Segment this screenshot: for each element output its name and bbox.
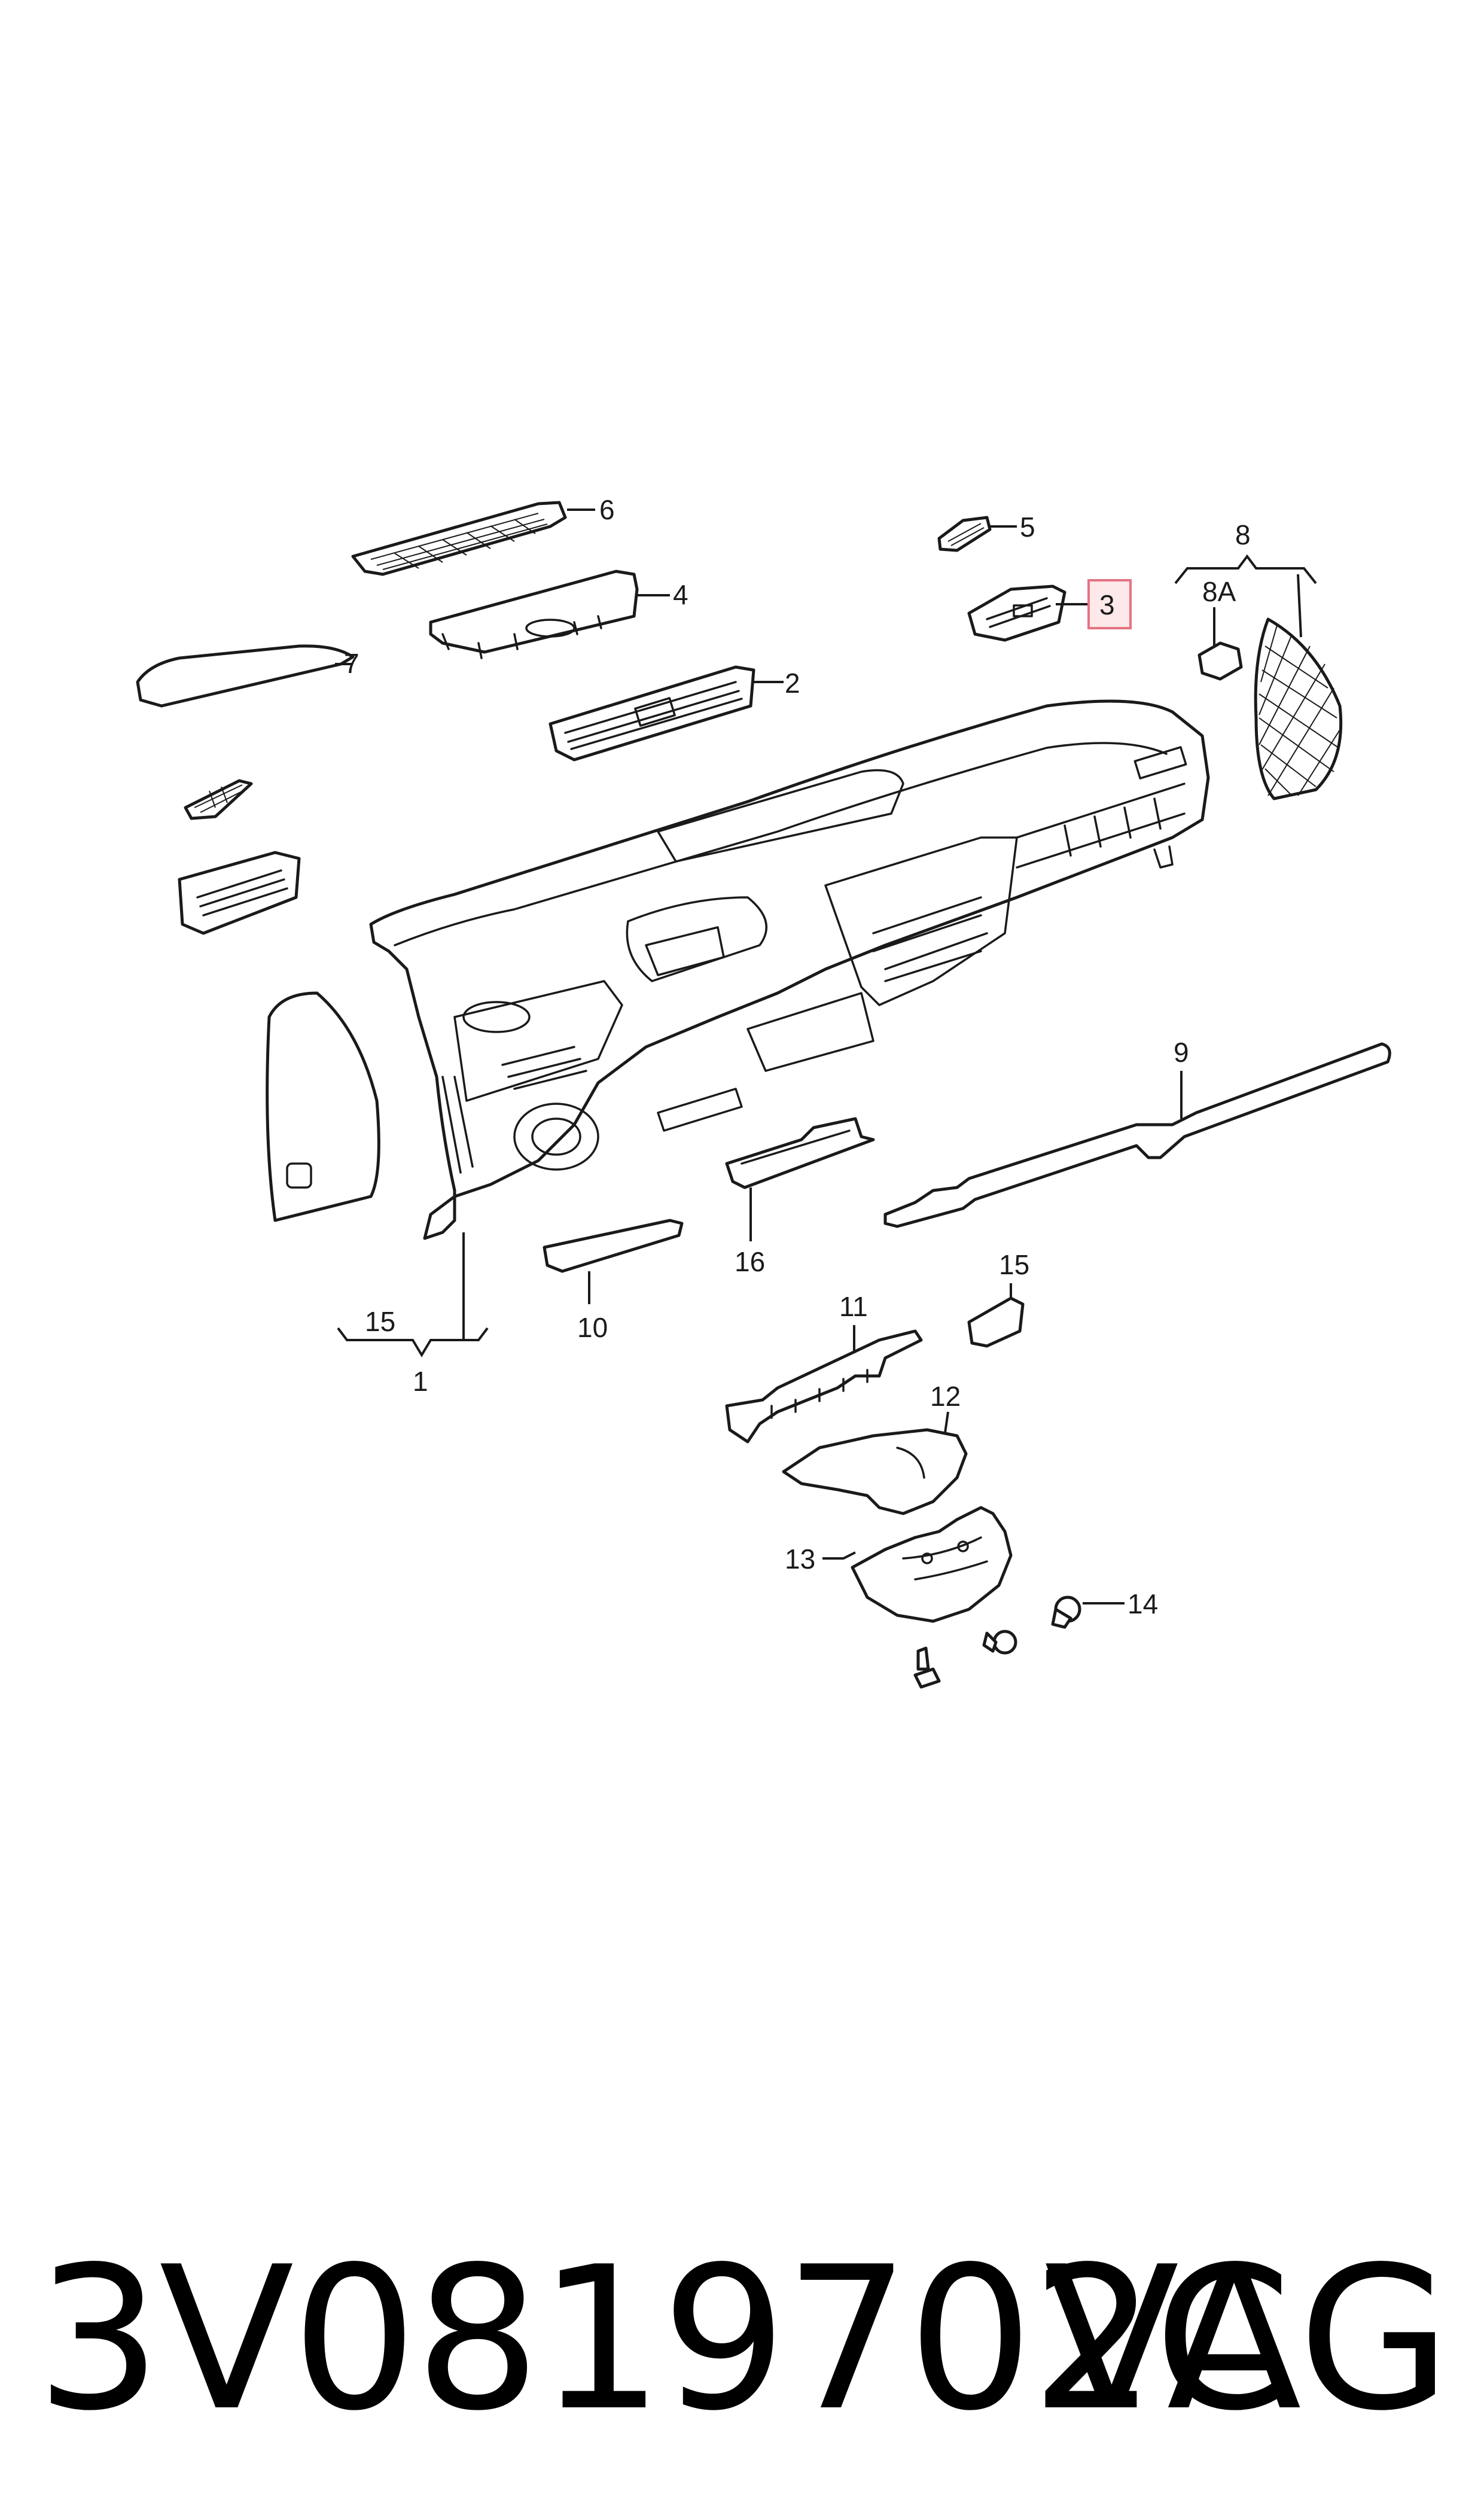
callout-4: 4	[673, 579, 688, 610]
callout-13: 13	[785, 1543, 815, 1575]
callout-5: 5	[1020, 511, 1035, 543]
part-10-panel	[543, 1219, 684, 1304]
part-left-outer-vent	[178, 851, 301, 935]
callout-7: 7	[344, 648, 359, 679]
callout-3: 3	[1099, 589, 1115, 620]
part-5-grille	[937, 516, 1017, 552]
part-14-screw-middle	[982, 1630, 1017, 1655]
callout-11: 11	[839, 1291, 868, 1322]
part-1-dashboard	[369, 699, 1210, 1340]
callout-15a: 15	[365, 1306, 395, 1337]
part-3-right-vent	[967, 584, 1089, 642]
part-14-screw-left	[913, 1646, 941, 1689]
callout-12: 12	[930, 1381, 961, 1412]
part-7-side-cover	[136, 644, 355, 708]
part-15-cap	[967, 1283, 1025, 1348]
part-left-side-panel	[266, 991, 380, 1222]
callout-2: 2	[785, 668, 800, 699]
part-small-grille-left	[184, 779, 253, 820]
part-16-bracket	[725, 1117, 875, 1241]
part-8-mesh-panel	[1254, 574, 1343, 800]
callout-6: 6	[599, 494, 615, 525]
callout-8a: 8A	[1202, 576, 1236, 607]
callout-8: 8	[1235, 519, 1251, 550]
callout-16: 16	[735, 1246, 765, 1277]
exploded-parts-diagram: 6 4 7 2 5 3	[136, 494, 1391, 1689]
part-9-trim-strip	[883, 1042, 1391, 1228]
bracket-1-15	[337, 1327, 489, 1357]
part-12-upper-column-cover	[782, 1411, 968, 1515]
callout-10: 10	[577, 1312, 608, 1343]
brand-label: VAG	[1044, 2224, 1451, 2454]
part-13-lower-column-cover	[822, 1506, 1013, 1623]
callout-9: 9	[1174, 1037, 1189, 1068]
part-8a-clip	[1197, 641, 1243, 681]
callout-14: 14	[1128, 1588, 1158, 1619]
part-11-column-trim	[725, 1325, 923, 1444]
callout-1: 1	[413, 1366, 428, 1397]
part-number: 3V0819702C	[36, 2224, 1292, 2454]
footer: 3V0819702C VAG	[0, 2213, 1484, 2465]
part-6-vent-grille	[351, 501, 595, 576]
part-8-bracket	[1174, 554, 1317, 584]
part-2-center-vent	[548, 665, 784, 762]
part-4-center-trim	[429, 570, 670, 659]
callout-15b: 15	[999, 1249, 1029, 1280]
callout-3-highlight-box	[1087, 579, 1132, 629]
part-14-screw-right	[1051, 1596, 1125, 1629]
